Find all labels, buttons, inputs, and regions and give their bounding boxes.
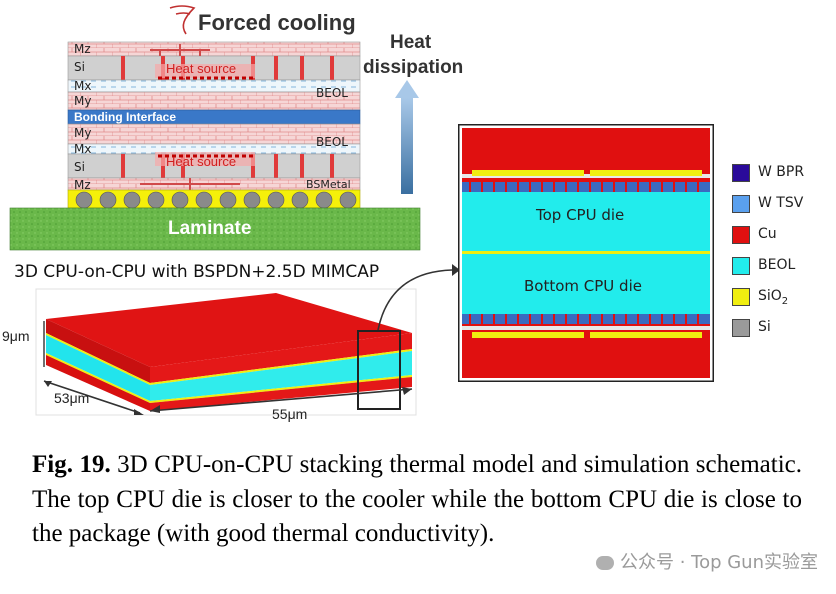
zoom-connector-arrow xyxy=(377,264,460,331)
layer-label-mz-bottom: Mz xyxy=(74,178,91,192)
model-title: 3D CPU-on-CPU with BSPDN+2.5D MIMCAP xyxy=(14,262,380,282)
layer-label-mx-bottom: Mx xyxy=(74,142,92,156)
heat-source-bottom-label: Heat source xyxy=(166,154,237,169)
bump-row xyxy=(75,191,357,209)
bonding-interface-label: Bonding Interface xyxy=(74,110,177,124)
caption-fig-number: Fig. 19. xyxy=(32,451,111,478)
legend-swatch-w-tsv xyxy=(732,195,750,213)
layer-label-bsmetal: BSMetal xyxy=(306,178,351,191)
layer-label-mz-top: Mz xyxy=(74,42,91,56)
material-legend: W BPR W TSV Cu BEOL SiO2 Si xyxy=(732,164,832,344)
heat-arrow-head xyxy=(395,80,419,98)
legend-swatch-cu xyxy=(732,226,750,244)
caption-text: 3D CPU-on-CPU stacking thermal model and… xyxy=(32,451,803,547)
laminate-layer xyxy=(9,207,421,251)
zoom-svg xyxy=(456,122,716,384)
mz-top-layer xyxy=(67,41,361,57)
layer-label-my-top: My xyxy=(74,94,92,108)
bottom-die-label: Bottom CPU die xyxy=(524,277,642,295)
layer-label-beol-bottom: BEOL xyxy=(316,135,348,149)
model-top-face xyxy=(46,293,412,367)
stack-svg xyxy=(9,5,421,251)
watermark-text: 公众号 · Top Gun实验室 xyxy=(619,552,818,573)
layer-label-si-top: Si xyxy=(74,60,85,74)
heat-source-top-label: Heat source xyxy=(166,61,237,76)
legend-swatch-w-bpr xyxy=(732,164,750,182)
layer-label-mx-top: Mx xyxy=(74,79,92,93)
tsv-row-bottom xyxy=(469,314,699,324)
laminate-label: Laminate xyxy=(168,218,252,239)
legend-label-si: Si xyxy=(758,319,771,335)
legend-swatch-sio2 xyxy=(732,288,750,306)
stack-diagram xyxy=(0,0,440,260)
model3d-svg xyxy=(35,288,417,416)
legend-swatch-si xyxy=(732,319,750,337)
legend-label-sio2-sub: 2 xyxy=(781,295,789,307)
bottom-die-beol xyxy=(462,254,710,314)
dim-depth-label: 53μm xyxy=(54,390,90,406)
top-die-label: Top CPU die xyxy=(536,206,625,224)
figure-caption: Fig. 19. 3D CPU-on-CPU stacking thermal … xyxy=(32,448,802,552)
layer-label-beol-top: BEOL xyxy=(316,86,348,100)
legend-label-w-tsv: W TSV xyxy=(758,195,804,211)
heat-dissipation-label-1: Heat xyxy=(390,32,432,53)
layer-label-si-bottom: Si xyxy=(74,160,85,174)
tsv-row-top xyxy=(469,182,699,192)
wechat-icon xyxy=(595,556,614,570)
watermark: 公众号 · Top Gun实验室 xyxy=(595,548,818,574)
top-die-beol xyxy=(462,192,710,252)
layer-label-my-bottom: My xyxy=(74,126,92,140)
legend-label-cu: Cu xyxy=(758,226,777,242)
legend-label-beol: BEOL xyxy=(758,257,796,273)
zoom-region-box xyxy=(357,330,401,410)
fan-icon xyxy=(169,5,196,35)
forced-cooling-label: Forced cooling xyxy=(198,10,356,35)
zoom-cross-section xyxy=(456,122,716,384)
legend-swatch-beol xyxy=(732,257,750,275)
model3d-view xyxy=(0,285,440,425)
legend-label-sio2: SiO2 xyxy=(758,288,788,307)
dim-width-label: 55μm xyxy=(272,406,308,422)
heat-dissipation-label-2: dissipation xyxy=(363,57,464,78)
legend-label-w-bpr: W BPR xyxy=(758,164,805,180)
legend-label-sio2-main: SiO xyxy=(758,288,782,304)
dim-height-label: 9μm xyxy=(2,328,30,344)
